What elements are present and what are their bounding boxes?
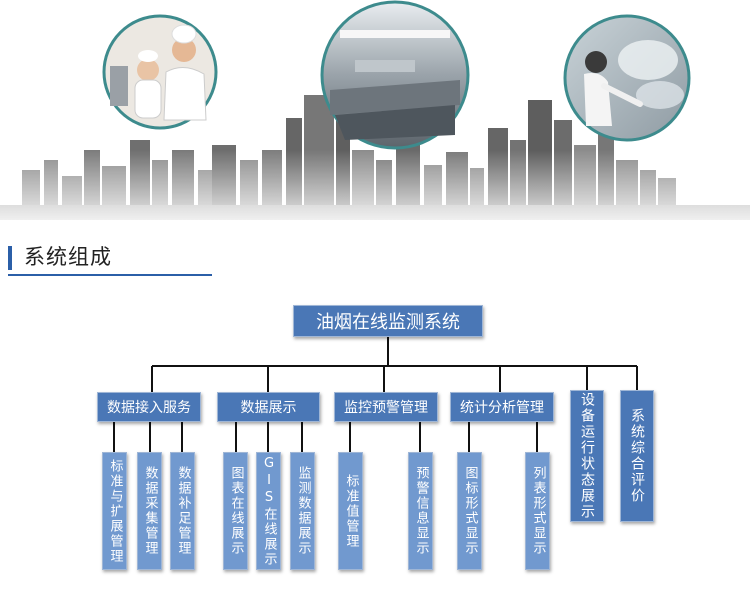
section-title: 系统组成 [24, 245, 112, 269]
child-node: 数据采集管理 [137, 452, 162, 570]
category-node-data-display: 数据展示 [217, 392, 320, 422]
category-node-device-status: 设备运行状态展示 [570, 390, 604, 522]
child-node: 图表在线展示 [223, 452, 248, 570]
category-node-data-access: 数据接入服务 [97, 392, 201, 422]
child-node: 预警信息显示 [408, 452, 433, 570]
category-node-statistics: 统计分析管理 [450, 392, 554, 422]
child-node: 列表形式显示 [525, 452, 550, 570]
child-node: 数据补足管理 [170, 452, 195, 570]
child-node: 标准与扩展管理 [102, 452, 127, 570]
heading-underline [8, 274, 212, 276]
child-node: GIS在线展示 [256, 452, 281, 570]
root-node: 油烟在线监测系统 [293, 305, 483, 337]
child-node: 监测数据展示 [290, 452, 315, 570]
child-node: 标准值管理 [338, 452, 363, 570]
category-node-evaluation: 系统综合评价 [620, 390, 654, 522]
section-heading: 系统组成 [8, 243, 218, 276]
child-node: 图标形式显示 [457, 452, 482, 570]
heading-accent-bar [8, 246, 12, 270]
kitchen-photo [320, 0, 470, 150]
smoke-photo [563, 14, 691, 142]
chefs-photo [102, 14, 218, 130]
banner-illustration [0, 0, 750, 220]
category-node-alert-management: 监控预警管理 [334, 392, 438, 422]
